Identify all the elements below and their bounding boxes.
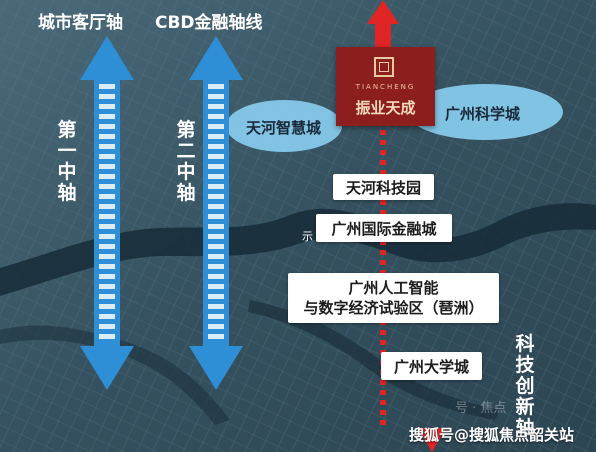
arrow-dash [380, 420, 386, 425]
arrow-dash [380, 240, 386, 245]
guangzhou-science-city-label: 广州科学城 [445, 105, 521, 123]
arrow-dash [99, 334, 115, 339]
arrow-dash [208, 284, 224, 289]
arrow-dash [99, 224, 115, 229]
arrow-dash [380, 200, 386, 205]
arrow-dash [99, 284, 115, 289]
arrow-dash [208, 174, 224, 179]
arrow-dash [99, 294, 115, 299]
innovation-axis-label: 科技创新轴 [515, 333, 535, 439]
second-axis-label: 第二中轴 [176, 119, 196, 204]
arrow-dash [99, 184, 115, 189]
river-branch [248, 300, 500, 420]
arrow-dash [99, 144, 115, 149]
arrow-dash [99, 194, 115, 199]
logo-mark-icon [374, 57, 394, 77]
arrow-dash [99, 214, 115, 219]
arrow-dash [380, 170, 386, 175]
arrow-dash [208, 334, 224, 339]
arrow-dash [99, 264, 115, 269]
node-ai-line2: 与数字经济试验区（琶洲） [303, 299, 484, 317]
arrow-dash [99, 254, 115, 259]
arrow-dash [208, 144, 224, 149]
arrow-dash [380, 160, 386, 165]
arrow-dash [208, 134, 224, 139]
arrow-dash [99, 124, 115, 129]
arrow-dash [380, 140, 386, 145]
second-axis-arrow [189, 36, 243, 390]
arrow-dash [99, 94, 115, 99]
cbd-axis-title: CBD金融轴线 [155, 13, 263, 33]
arrow-dash [208, 234, 224, 239]
arrow-dash [208, 264, 224, 269]
arrow-dash [380, 270, 386, 275]
tiancheng-logo: TIANCHENG 振业天成 [336, 47, 435, 126]
arrow-dash [208, 204, 224, 209]
logo-chinese-text: 振业天成 [355, 99, 416, 117]
arrow-dash [99, 134, 115, 139]
arrow-dash [208, 94, 224, 99]
arrow-dash [99, 234, 115, 239]
arrow-dash [99, 304, 115, 309]
arrow-dash [99, 324, 115, 329]
arrow-dash [208, 214, 224, 219]
arrow-dash [380, 380, 386, 385]
arrow-dash [380, 130, 386, 135]
arrow-dash [208, 124, 224, 129]
sohu-watermark: 搜狐号@搜狐焦点韶关站 [409, 426, 575, 444]
arrow-dash [208, 294, 224, 299]
arrow-dash [99, 314, 115, 319]
arrow-dash [99, 164, 115, 169]
arrow-dash [380, 410, 386, 415]
arrow-dash [99, 114, 115, 119]
arrow-dash [380, 150, 386, 155]
arrow-dash [208, 254, 224, 259]
arrow-dash [208, 324, 224, 329]
small-note-text: 示 [302, 230, 313, 243]
first-axis-label: 第一中轴 [57, 119, 77, 204]
arrow-dash [208, 194, 224, 199]
arrow-dash [99, 274, 115, 279]
logo-english-text: TIANCHENG [355, 83, 416, 91]
arrow-dash [99, 84, 115, 89]
arrow-dash [208, 244, 224, 249]
arrow-dash [99, 174, 115, 179]
arrow-dash [99, 104, 115, 109]
tianhe-smart-city-label: 天河智慧城 [246, 119, 322, 137]
node-tianhe-tech-park: 天河科技园 [333, 174, 434, 200]
city-hall-axis-title: 城市客厅轴 [38, 13, 123, 33]
node-ai-line1: 广州人工智能 [348, 279, 439, 297]
node-international-finance-city: 广州国际金融城 [316, 214, 452, 242]
arrow-dash [99, 154, 115, 159]
arrow-dash [208, 314, 224, 319]
faint-watermark: 号 · 焦点 [455, 401, 507, 416]
smart-city-ellipse [226, 100, 342, 152]
arrow-dash [380, 330, 386, 335]
arrow-dash [380, 400, 386, 405]
arrow-dash [208, 304, 224, 309]
node-ai-digital-economy-zone: 广州人工智能 与数字经济试验区（琶洲） [288, 273, 499, 323]
arrow-dash [208, 164, 224, 169]
arrow-dash [208, 84, 224, 89]
arrow-dash [208, 154, 224, 159]
arrow-dash [99, 204, 115, 209]
innovation-axis-arrow [367, 0, 399, 47]
arrow-dash [208, 114, 224, 119]
arrow-dash [208, 104, 224, 109]
arrow-dash [208, 224, 224, 229]
arrow-dash [380, 340, 386, 345]
arrow-dash [208, 274, 224, 279]
arrow-dash [99, 244, 115, 249]
arrow-dash [380, 210, 386, 215]
arrow-dash [380, 250, 386, 255]
arrow-dash [208, 184, 224, 189]
innovation-arrow-head-bottom [418, 428, 446, 452]
science-city-ellipse [407, 84, 563, 140]
arrow-dash [380, 390, 386, 395]
arrow-dash [380, 260, 386, 265]
node-university-town: 广州大学城 [381, 352, 482, 380]
